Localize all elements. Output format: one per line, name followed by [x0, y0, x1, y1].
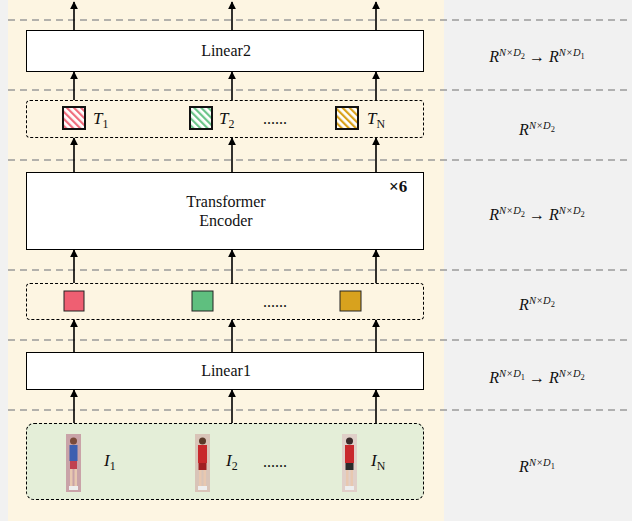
flow-arrow [375, 390, 377, 423]
linear-layer: Linear1 [26, 352, 424, 390]
separator-lines [8, 20, 632, 410]
node-label: I1 [104, 451, 116, 471]
node-label: Linear1 [27, 361, 425, 380]
node-label: Linear2 [27, 41, 425, 60]
dimension-label: RN×D2 → RN×D1 [489, 47, 585, 66]
flow-arrow [231, 390, 233, 423]
output-arrows [74, 2, 376, 30]
node-label: TN [367, 109, 385, 129]
encoder-block: Transformer Encoder ×6 [26, 172, 424, 250]
linear-layer: Linear2 [26, 30, 424, 72]
flow-arrow [375, 320, 377, 352]
node-label: T1 [93, 109, 108, 129]
flow-arrow [231, 138, 233, 172]
token-group: T1 T2...... TN [26, 100, 424, 138]
flow-arrow [375, 138, 377, 172]
node-label: T2 [219, 109, 234, 129]
node-label: I2 [226, 451, 238, 471]
image-group: I1 I2...... IN [26, 423, 424, 500]
flow-arrow [73, 72, 75, 100]
left-panel [8, 0, 444, 521]
flow-arrow [231, 72, 233, 100]
dimension-label: RN×D2 [519, 295, 555, 314]
flow-arrow [73, 138, 75, 172]
ellipsis: ...... [263, 452, 287, 471]
ellipsis: ...... [263, 109, 287, 128]
flow-arrow [375, 72, 377, 100]
flow-arrow [231, 250, 233, 283]
flow-arrow [375, 250, 377, 283]
embedding-group: ...... [26, 283, 424, 320]
flow-arrow [231, 320, 233, 352]
image-group-fill [26, 423, 424, 500]
dimension-label: RN×D1 [519, 457, 555, 476]
dimension-label: RN×D1 → RN×D2 [489, 368, 585, 387]
player-images [66, 434, 357, 492]
flow-arrow [73, 320, 75, 352]
flow-arrow [73, 250, 75, 283]
node-label: ×6 [389, 177, 407, 197]
dimension-label: RN×D2 [519, 120, 555, 139]
node-label: Transformer Encoder [161, 192, 291, 230]
node-label: IN [371, 451, 385, 471]
flow-arrow [73, 390, 75, 423]
embedding-squares [64, 291, 361, 311]
dimension-label: RN×D2 → RN×D2 [489, 205, 585, 224]
ellipsis: ...... [263, 292, 287, 311]
